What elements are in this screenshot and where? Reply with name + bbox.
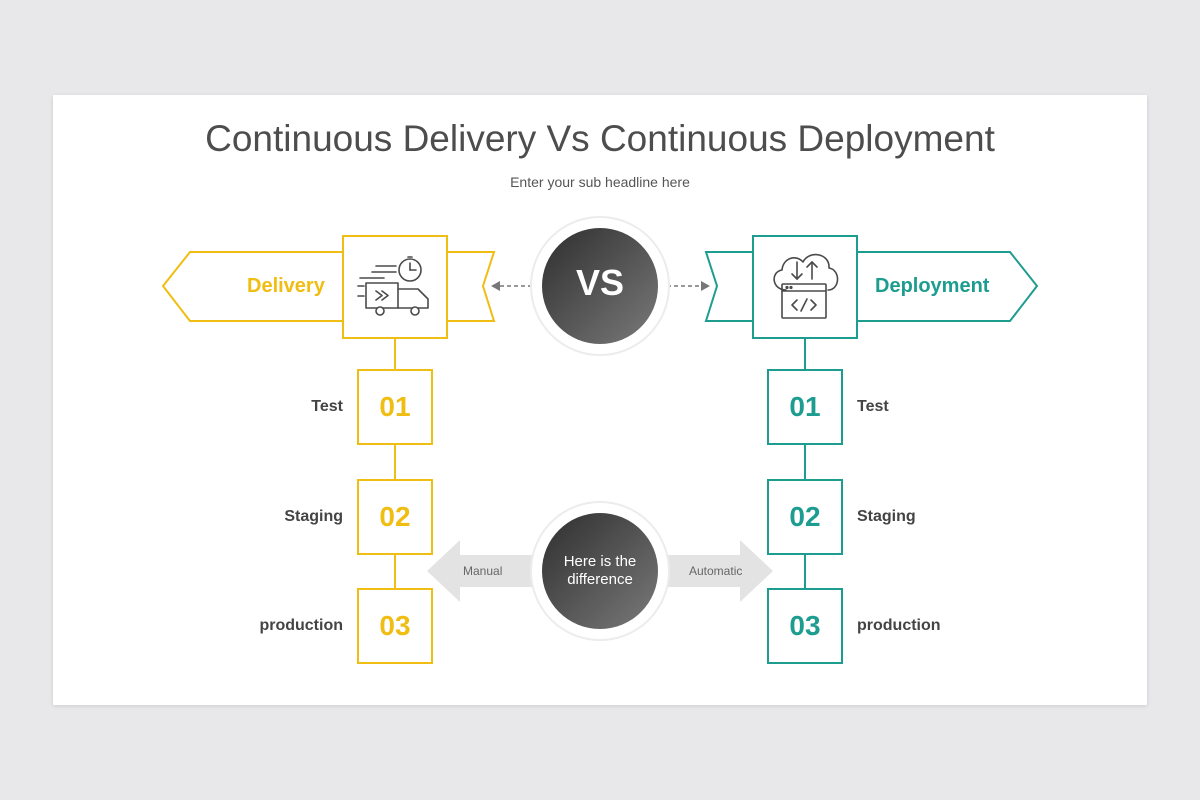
- delivery-step-label: Staging: [284, 508, 343, 525]
- page-title: Continuous Delivery Vs Continuous Deploy…: [205, 118, 995, 159]
- difference-arrow-right: [640, 540, 773, 602]
- deployment-step-box: [767, 369, 843, 445]
- vs-circle: [542, 228, 658, 344]
- delivery-step-box: [357, 479, 433, 555]
- delivery-step-number: 01: [379, 391, 411, 422]
- deployment-step-label: production: [857, 617, 941, 634]
- difference-circle: [542, 513, 658, 629]
- deployment-step-box: [767, 588, 843, 664]
- delivery-step-number: 03: [379, 610, 411, 641]
- page-subtitle: Enter your sub headline here: [510, 174, 690, 190]
- deployment-step-number: 03: [789, 610, 821, 641]
- deployment-step-number: 01: [789, 391, 821, 422]
- delivery-step-label: Test: [311, 398, 343, 415]
- cloud-code-icon: [773, 253, 839, 319]
- deployment-step-label: Staging: [857, 508, 916, 525]
- dashed-arrow-left: [491, 281, 535, 291]
- delivery-step-box: [357, 369, 433, 445]
- delivery-step-box: [357, 588, 433, 664]
- automatic-label: Automatic: [689, 564, 743, 578]
- difference-arrow-left: [427, 540, 560, 602]
- delivery-step-label: production: [259, 617, 343, 634]
- difference-text: Here is the difference: [563, 553, 637, 588]
- delivery-step-number: 02: [379, 501, 411, 532]
- deployment-label: Deployment: [875, 275, 990, 297]
- delivery-truck-icon: [357, 256, 429, 316]
- deployment-icon-box: [752, 235, 858, 339]
- manual-label: Manual: [463, 564, 503, 578]
- deployment-step-number: 02: [789, 501, 821, 532]
- deployment-step-label: Test: [857, 398, 889, 415]
- vs-label: VS: [575, 262, 625, 303]
- dashed-arrow-right: [667, 281, 710, 291]
- delivery-icon-box: [342, 235, 448, 339]
- deployment-step-box: [767, 479, 843, 555]
- delivery-label: Delivery: [247, 275, 325, 297]
